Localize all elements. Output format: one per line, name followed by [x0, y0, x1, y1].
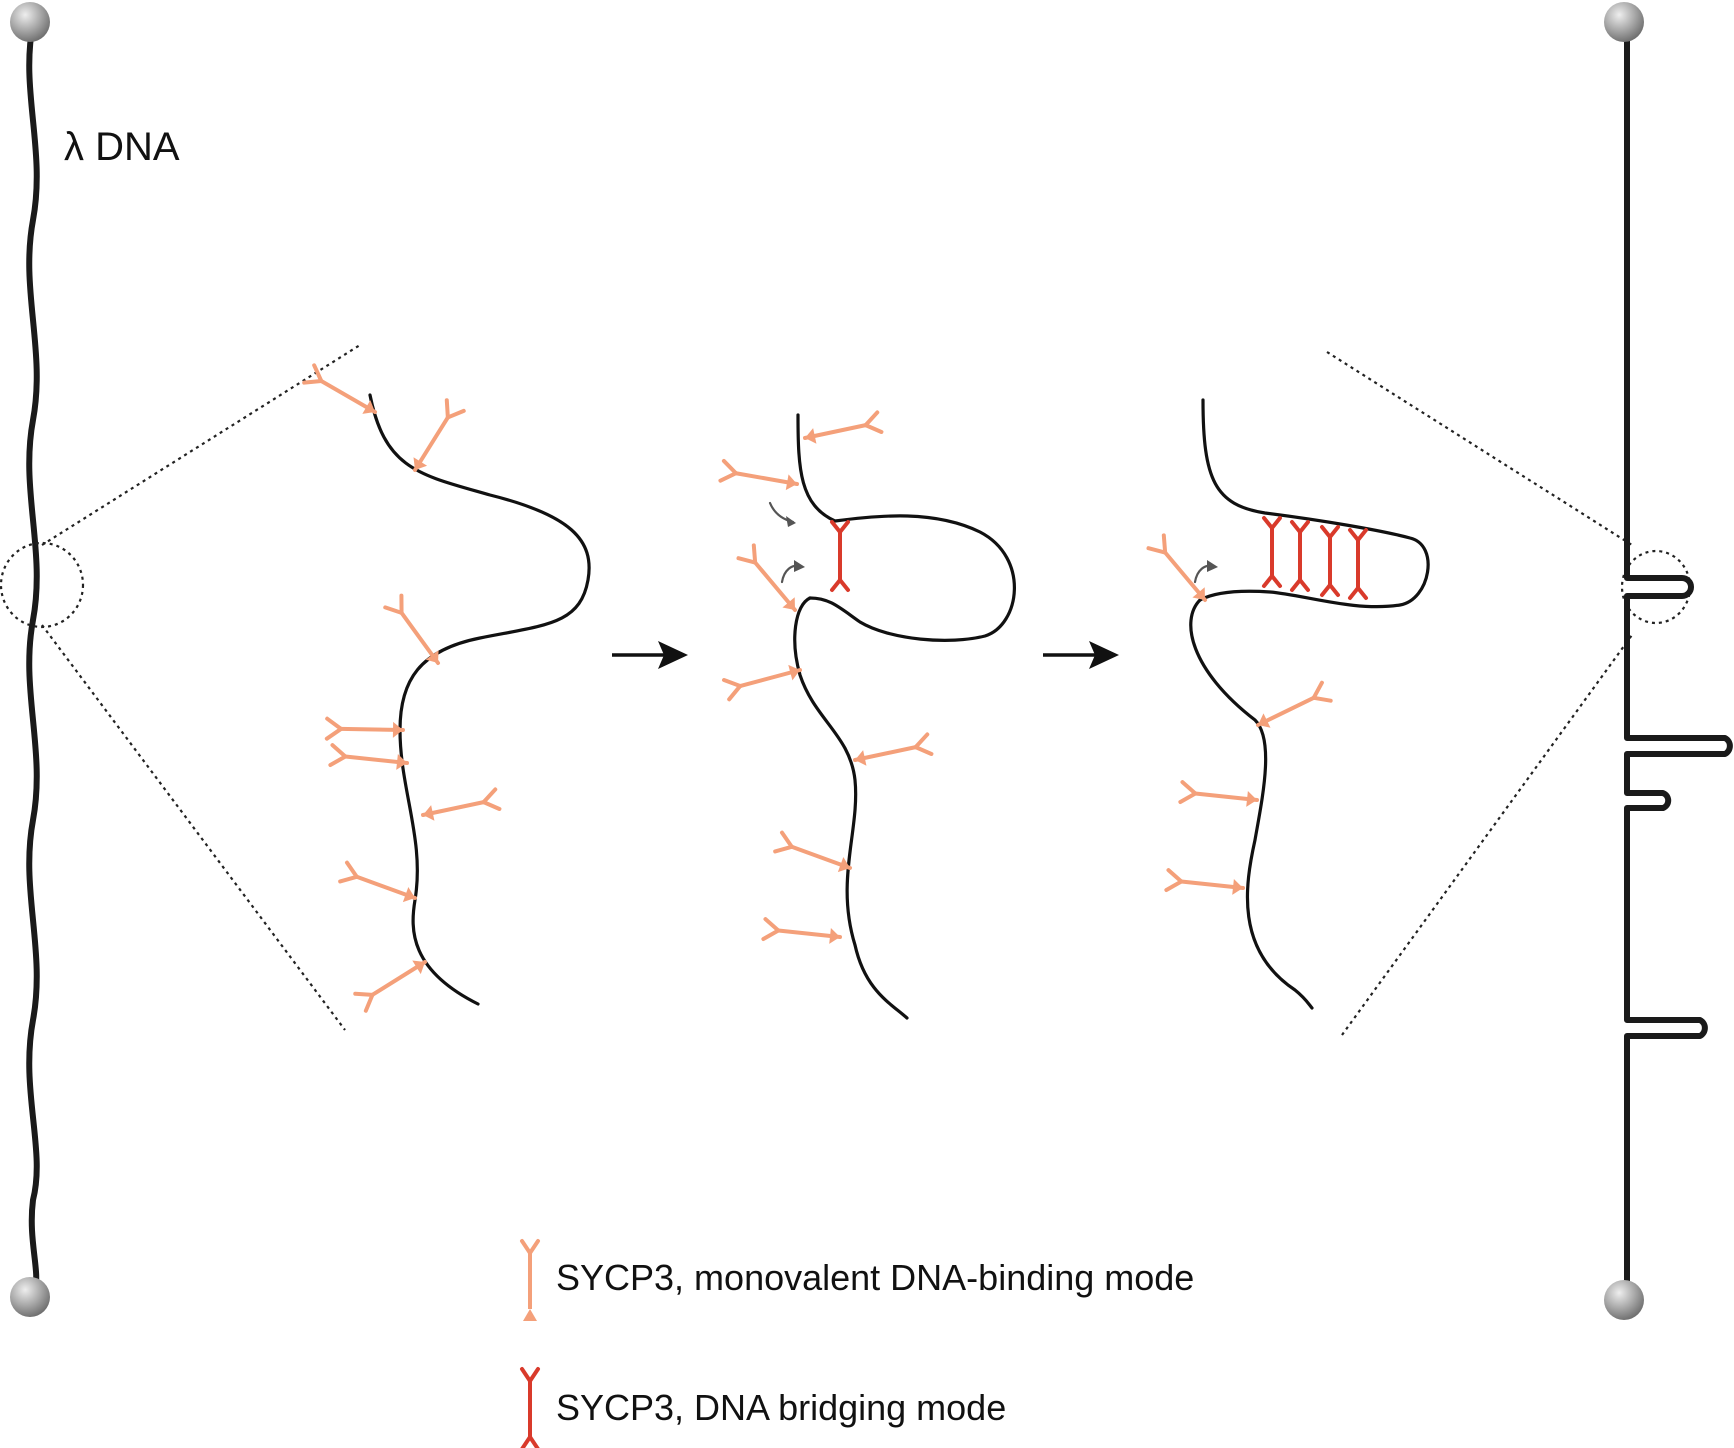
bead-icon	[1604, 2, 1644, 42]
lambda-dna-label: λ DNA	[64, 125, 180, 169]
panel-1-sycp3-group	[302, 363, 502, 1013]
left-zoom-callout	[0, 344, 361, 1031]
sycp3-monovalent-icon	[1178, 780, 1261, 812]
sycp3-monovalent-icon	[404, 398, 466, 478]
left-tethered-dna: λ DNA	[10, 2, 180, 1317]
sycp3-monovalent-icon	[1254, 683, 1331, 734]
compacted-dna-strand	[1624, 21, 1733, 1298]
legend-label-bridging: SYCP3, DNA bridging mode	[556, 1387, 1006, 1428]
panel-3-sycp3-group	[1146, 533, 1331, 900]
sycp3-monovalent-icon	[338, 860, 421, 910]
legend-item-monovalent: SYCP3, monovalent DNA-binding mode	[520, 1239, 1194, 1321]
sycp3-bridging-icon	[520, 1367, 540, 1448]
arrow-right-icon	[1043, 641, 1119, 669]
left-zoom-circle	[0, 541, 85, 629]
panel-2-sycp3-group	[718, 410, 934, 949]
sycp3-monovalent-icon	[761, 917, 844, 949]
sycp3-monovalent-icon	[353, 951, 433, 1013]
sycp3-monovalent-icon	[520, 1239, 540, 1321]
panel-2-dna-bottom	[793, 596, 909, 1020]
right-tethered-dna	[1604, 2, 1733, 1320]
panel-2-first-bridge	[718, 410, 1016, 1020]
bead-icon	[1604, 1280, 1644, 1320]
sycp3-monovalent-icon	[324, 716, 406, 742]
panel-1-monovalent-binding	[302, 363, 591, 1013]
right-zoom-circle	[1620, 549, 1692, 625]
rotation-arrow-head	[786, 516, 796, 527]
sycp3-bridging-icon	[830, 520, 850, 592]
panel-3-zipper-bridging	[1146, 398, 1430, 1010]
rotation-arrow-head	[794, 560, 805, 572]
left-zoom-line-bottom	[41, 624, 346, 1031]
sycp3-bridging-icon	[1262, 516, 1282, 588]
sycp3-bridging-icon	[1348, 528, 1368, 600]
arrow-right-icon	[612, 641, 688, 669]
legend-label-monovalent: SYCP3, monovalent DNA-binding mode	[556, 1257, 1194, 1298]
panel-3-dna-top	[1198, 398, 1430, 609]
sycp3-monovalent-icon	[1164, 868, 1247, 900]
sycp3-monovalent-icon	[385, 596, 446, 669]
sycp3-monovalent-icon	[736, 543, 805, 619]
sycp3-bridging-icon	[1290, 520, 1310, 592]
sycp3-monovalent-icon	[722, 658, 805, 702]
bead-icon	[10, 1277, 50, 1317]
panel-3-bridge-group	[1262, 516, 1368, 600]
sycp3-bridging-icon	[1320, 525, 1340, 597]
sycp3-monovalent-icon	[718, 458, 801, 496]
panel-2-dna-top	[796, 413, 1016, 642]
sycp3-monovalent-icon	[850, 732, 934, 772]
panel-1-dna	[368, 393, 591, 1006]
sycp3-monovalent-icon	[773, 830, 856, 880]
legend-item-bridging: SYCP3, DNA bridging mode	[520, 1367, 1006, 1448]
sycp3-monovalent-icon	[1146, 533, 1215, 609]
rotation-arrow-head	[1207, 560, 1218, 572]
right-zoom-line-bottom	[1341, 634, 1633, 1036]
right-zoom-callout	[1326, 351, 1692, 1036]
right-zoom-line-top	[1326, 351, 1633, 546]
sycp3-monovalent-icon	[328, 743, 411, 775]
panel-3-dna-bottom	[1189, 598, 1314, 1010]
sycp3-monovalent-icon	[800, 410, 884, 450]
lambda-dna-strand	[26, 21, 40, 1293]
left-zoom-line-top	[41, 344, 361, 546]
bead-icon	[10, 2, 50, 42]
sycp3-monovalent-icon	[418, 787, 502, 827]
legend: SYCP3, monovalent DNA-binding mode SYCP3…	[520, 1239, 1194, 1448]
